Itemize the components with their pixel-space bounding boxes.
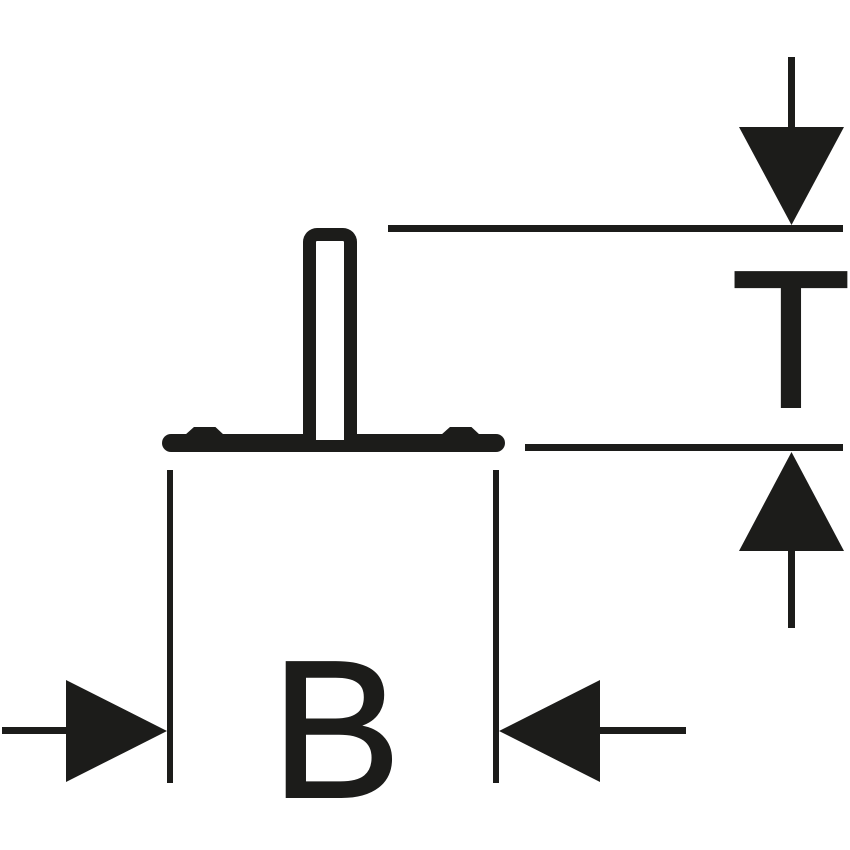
dim-t-arrow-top-tail [788, 57, 795, 128]
arrowhead-left-icon [499, 680, 600, 782]
dim-b-extension-line-left [167, 470, 173, 783]
dim-b-label: B [270, 619, 403, 840]
arrowhead-up-icon [739, 452, 844, 551]
dim-b-arrow-left-tail [2, 727, 66, 734]
arrowhead-right-icon [66, 680, 167, 782]
dim-t-label: T [730, 229, 850, 450]
plate-rib-left [185, 427, 224, 435]
dim-t-extension-line-top [388, 225, 843, 232]
dim-t-arrow-bottom-tail [788, 551, 795, 628]
arrowhead-down-icon [739, 127, 844, 225]
dim-b-extension-line-right [493, 470, 499, 783]
dim-t-extension-line-bottom [525, 444, 843, 451]
dim-b-arrow-right-tail [600, 727, 686, 734]
part-vertical-tab [303, 228, 357, 440]
plate-rib-right [441, 427, 480, 435]
part-base-plate [162, 434, 505, 452]
